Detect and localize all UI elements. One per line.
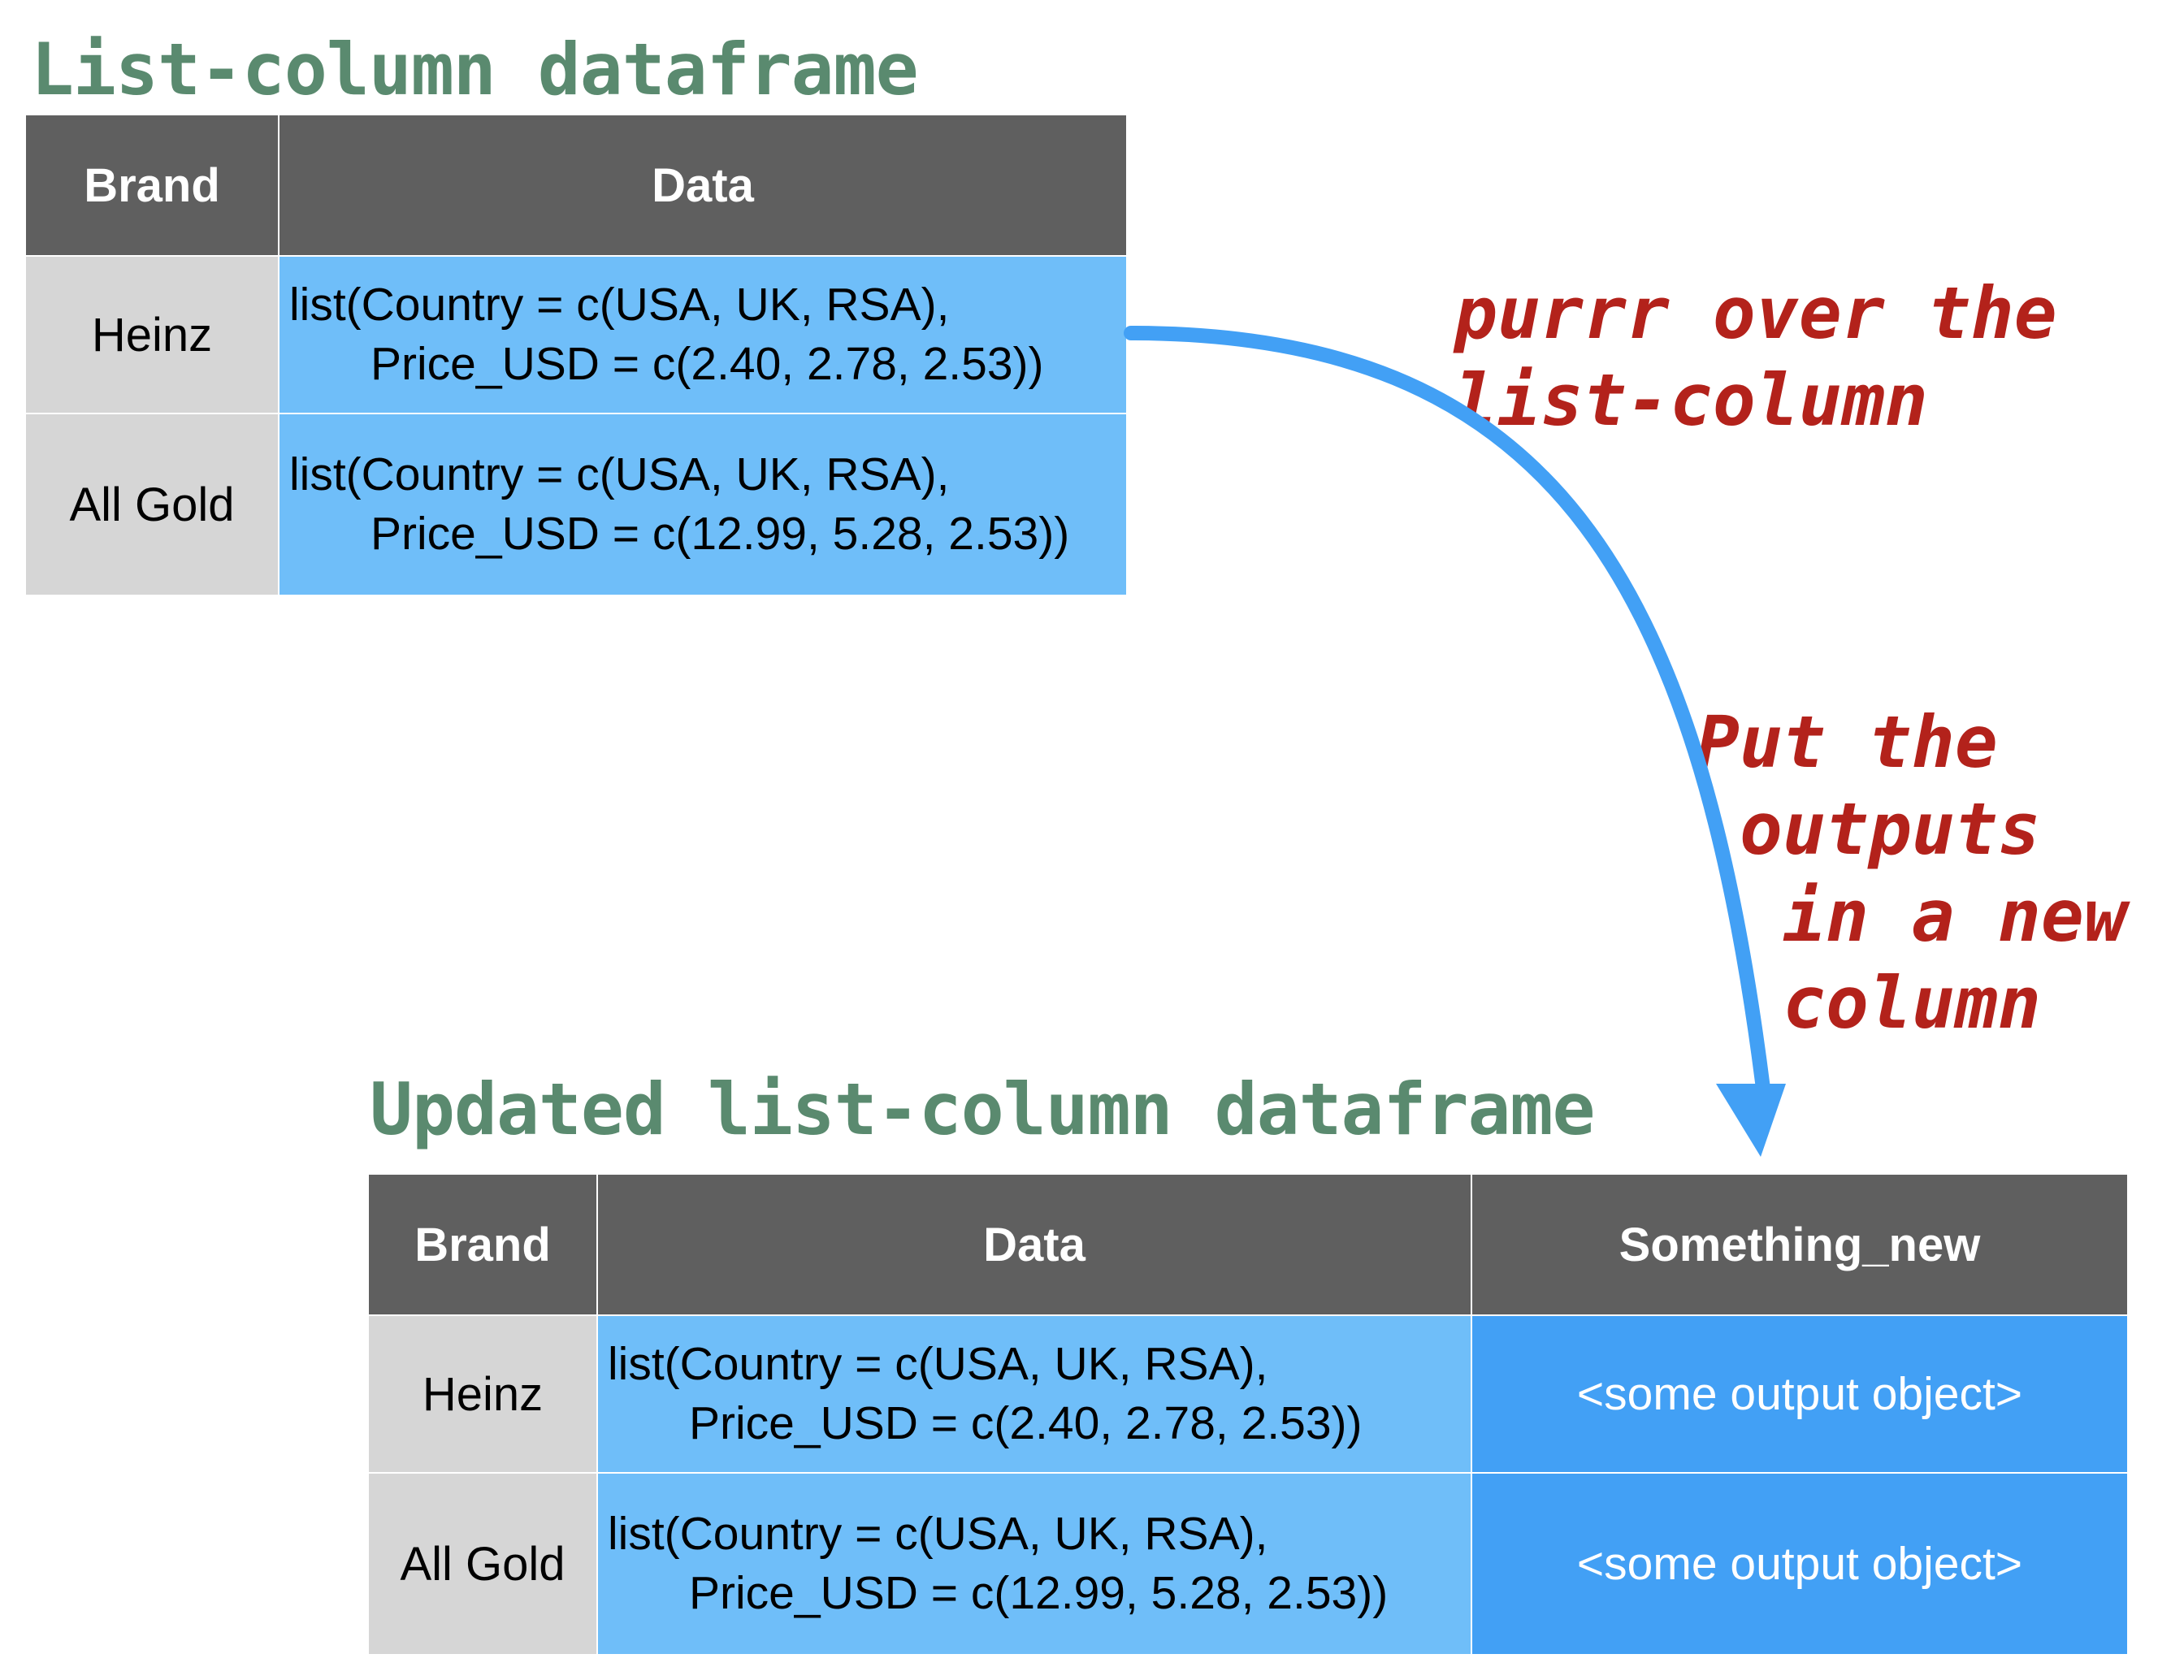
- brand-cell: All Gold: [24, 413, 280, 596]
- data-cell: list(Country = c(USA, UK, RSA), Price_US…: [596, 1314, 1472, 1474]
- table-row: Heinz list(Country = c(USA, UK, RSA), Pr…: [24, 255, 1128, 414]
- header-row: Brand Data: [24, 114, 1128, 257]
- data-cell: list(Country = c(USA, UK, RSA), Price_US…: [596, 1472, 1472, 1656]
- header-data: Data: [596, 1173, 1472, 1316]
- updated-list-column-dataframe-table: Brand Data Something_new Heinz list(Coun…: [367, 1173, 2129, 1656]
- list-column-dataframe-table: Brand Data Heinz list(Country = c(USA, U…: [24, 114, 1128, 596]
- data-line-2: Price_USD = c(12.99, 5.28, 2.53)): [689, 1567, 1389, 1619]
- data-line-2: Price_USD = c(2.40, 2.78, 2.53)): [689, 1397, 1363, 1449]
- header-data: Data: [278, 114, 1128, 257]
- data-cell: list(Country = c(USA, UK, RSA), Price_US…: [278, 255, 1128, 414]
- data-line-1: list(Country = c(USA, UK, RSA),: [608, 1508, 1268, 1561]
- data-line-1: list(Country = c(USA, UK, RSA),: [289, 279, 950, 331]
- header-brand: Brand: [24, 114, 280, 257]
- table-row: All Gold list(Country = c(USA, UK, RSA),…: [24, 413, 1128, 596]
- brand-cell: Heinz: [367, 1314, 598, 1474]
- data-line-2: Price_USD = c(12.99, 5.28, 2.53)): [370, 508, 1070, 560]
- data-cell: list(Country = c(USA, UK, RSA), Price_US…: [278, 413, 1128, 596]
- table-row: All Gold list(Country = c(USA, UK, RSA),…: [367, 1472, 2129, 1656]
- purrr-annotation: purrr over the list-column: [1454, 271, 2057, 442]
- bottom-table-title: Updated list-column dataframe: [370, 1067, 1595, 1151]
- put-outputs-annotation: Put the outputs in a new column: [1696, 700, 2127, 1045]
- arrow-shaft: [1124, 326, 1770, 1096]
- new-output-cell: <some output object>: [1471, 1472, 2129, 1656]
- new-output-cell: <some output object>: [1471, 1314, 2129, 1474]
- data-line-1: list(Country = c(USA, UK, RSA),: [289, 448, 950, 501]
- data-line-2: Price_USD = c(2.40, 2.78, 2.53)): [370, 338, 1044, 390]
- top-table-title: List-column dataframe: [31, 28, 919, 111]
- data-line-1: list(Country = c(USA, UK, RSA),: [608, 1338, 1268, 1391]
- header-row: Brand Data Something_new: [367, 1173, 2129, 1316]
- brand-cell: All Gold: [367, 1472, 598, 1656]
- table-row: Heinz list(Country = c(USA, UK, RSA), Pr…: [367, 1314, 2129, 1474]
- header-brand: Brand: [367, 1173, 598, 1316]
- brand-cell: Heinz: [24, 255, 280, 414]
- arrow-head: [1716, 1084, 1786, 1157]
- header-something-new: Something_new: [1471, 1173, 2129, 1316]
